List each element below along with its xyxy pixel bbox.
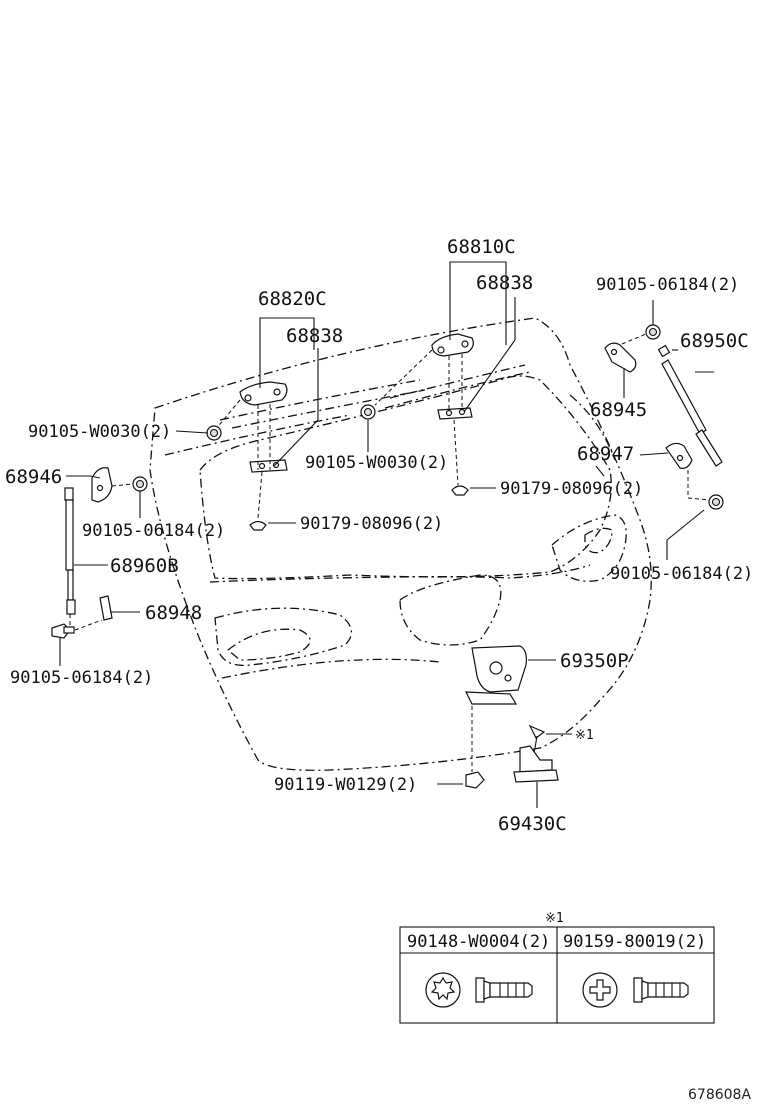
label-90105-06184-bottom: 90105-06184(2) <box>10 668 153 688</box>
label-68810C: 68810C <box>447 236 516 258</box>
leader-lines <box>59 261 714 808</box>
label-69350P: 69350P <box>560 650 629 672</box>
hinge-guides <box>214 349 463 519</box>
label-90105-06184-right: 90105-06184(2) <box>610 564 753 584</box>
label-90105-06184-top: 90105-06184(2) <box>596 275 739 295</box>
part-labels: 68810C 68838 68820C 68838 90105-06184(2)… <box>5 236 753 835</box>
label-68820C: 68820C <box>258 288 327 310</box>
table-col-1-header: 90148-W0004(2) <box>407 932 550 952</box>
label-68838-right: 68838 <box>476 272 533 294</box>
hinge-left <box>239 381 288 473</box>
label-note-ref: ※1 <box>575 728 594 743</box>
label-90105-06184-left: 90105-06184(2) <box>82 521 225 541</box>
label-90179-08096-left: 90179-08096(2) <box>300 514 443 534</box>
label-90105-W0030-left: 90105-W0030(2) <box>28 422 171 442</box>
fastener-table: ※1 90148-W0004(2) 90159-80019(2) <box>399 911 715 1024</box>
label-68945: 68945 <box>590 399 647 421</box>
nut-90179-08096-right <box>451 485 469 496</box>
hinge-right <box>431 333 474 420</box>
label-68950C: 68950C <box>680 330 749 352</box>
damper-stay-right <box>604 324 724 510</box>
lock-assembly-69350P <box>465 645 527 789</box>
damper-stay-left <box>51 467 148 639</box>
label-90105-W0030-mid: 90105-W0030(2) <box>305 453 448 473</box>
table-note-mark: ※1 <box>545 911 564 926</box>
label-68960B: 68960B <box>110 555 179 577</box>
torx-screw-icon <box>425 972 533 1008</box>
label-68947: 68947 <box>577 443 634 465</box>
label-68946: 68946 <box>5 466 62 488</box>
back-door-outline <box>149 317 652 771</box>
label-90119-W0129: 90119-W0129(2) <box>274 775 417 795</box>
bolt-90105-W0030-left <box>206 425 222 441</box>
figure-code: 678608A <box>688 1087 751 1103</box>
table-col-2-header: 90159-80019(2) <box>563 932 706 952</box>
label-90179-08096-right: 90179-08096(2) <box>500 479 643 499</box>
label-68838-left: 68838 <box>286 325 343 347</box>
label-69430C: 69430C <box>498 813 567 835</box>
striker-69430C <box>513 724 559 783</box>
phillips-screw-icon <box>582 972 689 1008</box>
nut-90179-08096-left <box>249 520 267 531</box>
label-68948: 68948 <box>145 602 202 624</box>
bolt-90105-W0030-mid <box>360 404 376 420</box>
